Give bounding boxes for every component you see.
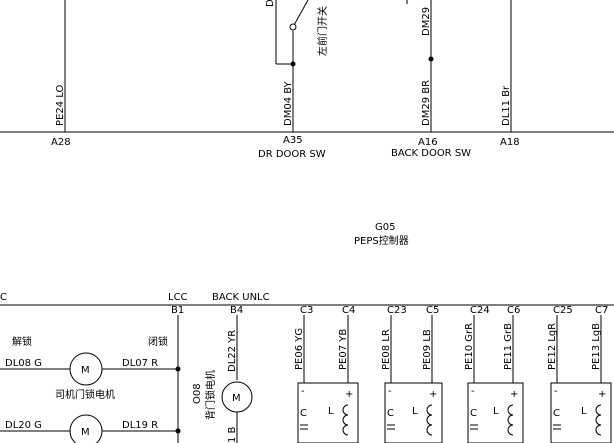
wire-label-above-dm29: DM29 [421, 7, 432, 36]
junction-dot [175, 428, 181, 434]
capacitor-label: C [387, 408, 394, 419]
plus-symbol: + [598, 389, 606, 400]
minus-symbol: - [388, 386, 392, 397]
wire-label-dl19: DL19 R [122, 420, 158, 431]
switch-label: 左前门开关 [316, 6, 329, 56]
wire-label-dl20: DL20 G [5, 420, 42, 431]
wire-label-back-lock-bottom: 1 B [227, 426, 238, 443]
wire-label-above-dm04: D [265, 0, 276, 7]
pin-label: C6 [507, 305, 520, 316]
capacitor-label: C [553, 408, 560, 419]
capacitor-label: C [470, 408, 477, 419]
lock-label: 闭锁 [148, 335, 168, 348]
motor-symbol: M [81, 365, 90, 376]
pin-a28: A28 [51, 137, 71, 148]
pin-label: C7 [595, 305, 608, 316]
wire-label: PE09 LB [422, 329, 433, 370]
pin-label: C23 [387, 305, 407, 316]
coil-icon [342, 424, 349, 436]
capacitor-label: C [300, 408, 307, 419]
connector-label-lcc: LCC [168, 292, 188, 303]
pin-b4: B4 [230, 305, 243, 316]
minus-symbol: - [554, 386, 558, 397]
coil-icon [595, 424, 602, 436]
minus-symbol: - [301, 386, 305, 397]
junction-dot [428, 56, 434, 62]
connector-label-c: C [0, 292, 7, 303]
wire-label-dl22: DL22 YR [227, 330, 238, 372]
pin-label: C25 [553, 305, 573, 316]
pin-a16: A16 [418, 137, 438, 148]
switch-contact-icon [289, 23, 297, 31]
junction-dot [290, 61, 296, 67]
dr-door-sw-label: DR DOOR SW [258, 149, 326, 160]
pin-a18: A18 [500, 137, 520, 148]
wire-label-dl07: DL07 R [122, 358, 158, 369]
motor-symbol: M [81, 427, 90, 438]
wire-label: PE12 LgR [547, 323, 558, 370]
antenna-box [297, 382, 359, 443]
wire-label: PE08 LR [381, 329, 392, 370]
antenna-box [384, 382, 443, 443]
minus-symbol: - [471, 386, 475, 397]
plus-symbol: + [510, 389, 518, 400]
back-lock-code: O08 [192, 383, 203, 404]
coil-label: L [493, 406, 499, 417]
switch-blade [292, 0, 309, 28]
ecu-name: PEPS控制器 [354, 234, 409, 247]
coil-label: L [412, 406, 418, 417]
plus-symbol: + [345, 389, 353, 400]
back-door-sw-label: BACK DOOR SW [391, 148, 471, 159]
wire-label-dl08: DL08 G [5, 358, 42, 369]
coil-label: L [328, 406, 334, 417]
wire-label: PE10 GrR [464, 323, 475, 370]
pin-label: C4 [342, 305, 355, 316]
wire-label-pe24: PE24 LO [55, 85, 66, 126]
wire-label: PE13 LgB [591, 323, 602, 370]
wire-label: PE11 GrB [503, 323, 514, 370]
coil-label: L [581, 406, 587, 417]
pin-b1: B1 [171, 305, 184, 316]
pin-label: C24 [470, 305, 490, 316]
unlock-label: 解锁 [12, 335, 32, 348]
wire-label: PE06 YG [294, 328, 305, 370]
ecu-code: G05 [375, 222, 395, 233]
back-lock-name: 背门锁电机 [204, 370, 217, 420]
pin-label: C5 [426, 305, 439, 316]
junction-dot [175, 366, 181, 372]
pin-label: C3 [300, 305, 313, 316]
antenna-box [467, 382, 524, 443]
wire-label-dl11: DL11 Br [501, 85, 512, 126]
antenna-box [550, 382, 612, 443]
plus-symbol: + [429, 389, 437, 400]
wire-label-dm04: DM04 BY [283, 80, 294, 126]
driver-lock-motor-name: 司机门锁电机 [55, 388, 115, 401]
motor-symbol: M [232, 393, 241, 404]
coil-icon [426, 424, 433, 436]
wire-label-dm29: DM29 BR [421, 80, 432, 126]
connector-label-back-unlc: BACK UNLC [212, 292, 270, 303]
wire-label: PE07 YB [338, 329, 349, 370]
pin-a35: A35 [283, 135, 303, 146]
coil-icon [507, 424, 514, 436]
